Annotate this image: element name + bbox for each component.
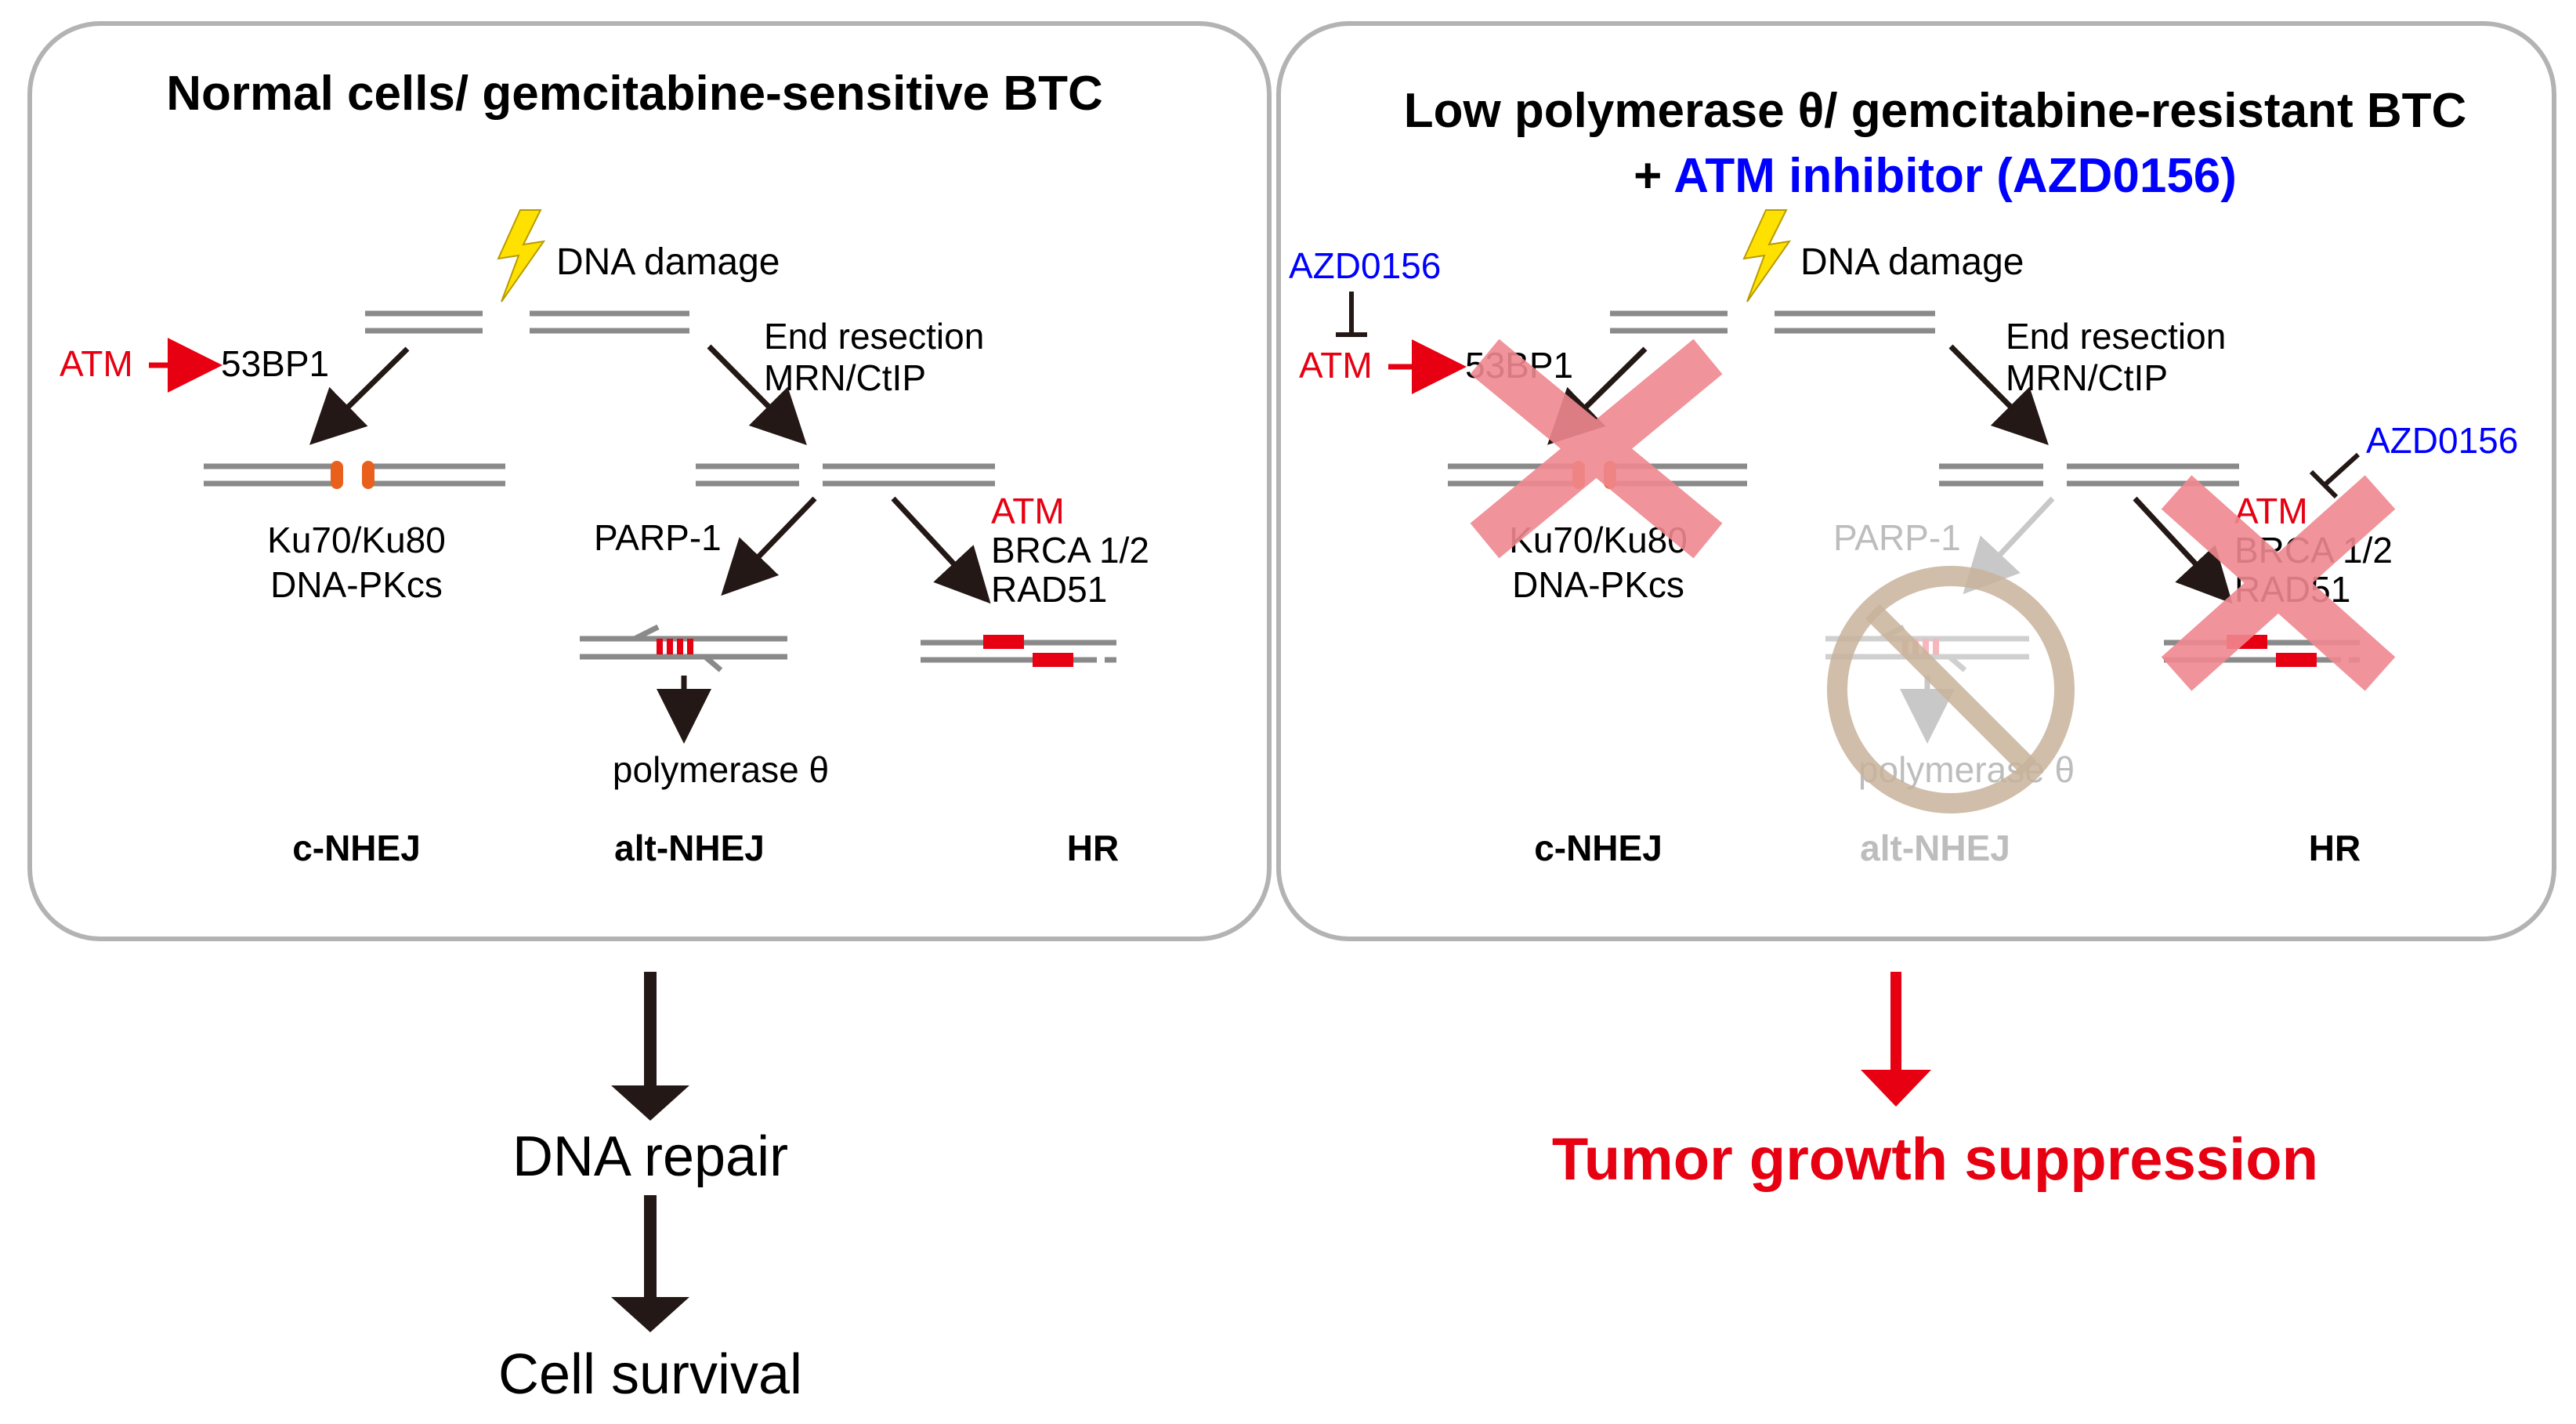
right-azd-right-inhibit-bar	[2309, 469, 2339, 499]
right-panel-subtitle: + ATM inhibitor (AZD0156)	[1634, 149, 2237, 203]
left-parp-label: PARP-1	[594, 517, 722, 558]
left-parp-arrow	[721, 496, 817, 596]
right-resected-dna	[1939, 463, 2239, 487]
left-ku-label: Ku70/Ku80	[267, 520, 446, 560]
left-ku-bead-1	[331, 461, 343, 489]
left-hr-red-1	[983, 635, 1024, 649]
right-azd-right-inhibit-line	[2323, 452, 2361, 487]
left-cnhej-dna	[204, 463, 505, 487]
left-ku-bead-2	[362, 461, 374, 489]
left-cnhej-label: c-NHEJ	[292, 828, 421, 868]
left-atm-label: ATM	[60, 343, 133, 384]
right-end-resection-label: End resection	[2006, 316, 2226, 357]
left-panel-title: Normal cells/ gemcitabine-sensitive BTC	[166, 67, 1103, 121]
left-rad51-label: RAD51	[991, 569, 1107, 610]
right-resection-arrow	[1948, 344, 2049, 445]
dna-repair-label: DNA repair	[512, 1125, 788, 1188]
left-down-arrowhead-2	[611, 1297, 689, 1332]
left-altnhej-dna	[580, 624, 787, 672]
right-panel-border	[1276, 21, 2556, 941]
right-cnhej-label: c-NHEJ	[1534, 828, 1662, 868]
right-hr-x-icon	[2161, 475, 2396, 691]
right-azd-right-label: AZD0156	[2366, 420, 2518, 461]
left-down-arrowhead-1	[611, 1085, 689, 1121]
lightning-bolt-icon	[497, 209, 546, 303]
left-resected-dna	[696, 463, 995, 487]
outcomes: DNA repair Cell survival Tumor growth su…	[498, 972, 2318, 1406]
right-broken-dna	[1610, 310, 1935, 334]
right-subtitle-inhibitor: ATM inhibitor (AZD0156)	[1673, 149, 2237, 203]
left-dnapkcs-label: DNA-PKcs	[270, 564, 443, 605]
right-lightning-bolt-icon	[1742, 209, 1792, 303]
left-hr-label: HR	[1067, 828, 1119, 868]
right-panel: Low polymerase θ/ gemcitabine-resistant …	[1276, 21, 2556, 941]
right-hr-red-2	[2276, 653, 2317, 667]
right-hr-label: HR	[2309, 828, 2361, 868]
right-parp-label: PARP-1	[1833, 517, 1961, 558]
tumor-suppression-label: Tumor growth suppression	[1552, 1126, 2318, 1193]
left-hr-red-2	[1033, 653, 1073, 667]
left-broken-dna	[365, 310, 689, 334]
left-panel: Normal cells/ gemcitabine-sensitive BTC …	[27, 21, 1272, 941]
left-resection-arrow	[707, 344, 807, 445]
left-brca-label: BRCA 1/2	[991, 530, 1149, 571]
right-azd-top-label: AZD0156	[1289, 245, 1441, 286]
left-53bp1-label: 53BP1	[221, 343, 329, 384]
left-hr-arrow	[891, 496, 991, 604]
left-dna-damage-label: DNA damage	[556, 241, 780, 283]
right-atm-label: ATM	[1299, 345, 1373, 386]
right-mrn-ctip-label: MRN/CtIP	[2006, 357, 2168, 398]
cell-survival-label: Cell survival	[498, 1343, 802, 1406]
left-end-resection-label: End resection	[764, 316, 984, 357]
left-altnhej-marks	[657, 639, 693, 654]
right-down-arrowhead	[1861, 1070, 1931, 1107]
left-panel-border	[27, 21, 1272, 941]
right-dna-damage-label: DNA damage	[1800, 241, 2024, 283]
right-altnhej-label: alt-NHEJ	[1860, 828, 2010, 868]
left-cnhej-arrow	[309, 346, 410, 445]
right-prohibition-icon	[1827, 566, 2075, 813]
right-panel-title: Low polymerase θ/ gemcitabine-resistant …	[1404, 84, 2467, 138]
right-hr-arrow	[2133, 496, 2233, 604]
left-altnhej-label: alt-NHEJ	[614, 828, 765, 868]
right-cnhej-x-icon	[1470, 339, 1723, 559]
right-dnapkcs-label: DNA-PKcs	[1512, 564, 1684, 605]
left-polymerase-label: polymerase θ	[613, 749, 829, 790]
right-subtitle-plus: +	[1634, 149, 1673, 203]
left-hr-atm-label: ATM	[991, 491, 1065, 531]
left-mrn-ctip-label: MRN/CtIP	[764, 357, 926, 398]
